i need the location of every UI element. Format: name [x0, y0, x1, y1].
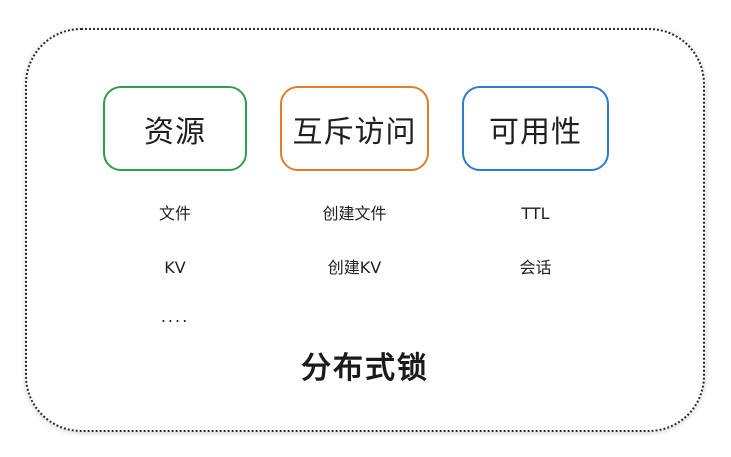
item-text: 创建KV — [327, 258, 382, 277]
outer-dotted-frame: 资源 文件 KV .... 互斥访问 创建文件 创建KV 可用性 TTL 会话 … — [25, 28, 705, 432]
diagram-title: 分布式锁 — [301, 351, 429, 386]
item-text: 会话 — [519, 258, 552, 277]
category-label-mutual-exclusion: 互斥访问 — [292, 114, 417, 150]
category-label-availability: 可用性 — [489, 114, 582, 150]
column-resource: 资源 文件 KV .... — [103, 30, 247, 430]
category-label-resource: 资源 — [144, 114, 206, 150]
column-mutual-exclusion: 互斥访问 创建文件 创建KV — [280, 30, 429, 430]
item-text: 文件 — [158, 204, 191, 223]
item-text: 创建文件 — [322, 204, 387, 223]
category-box-resource: 资源 — [103, 86, 247, 171]
item-text: KV — [164, 258, 186, 277]
item-text: .... — [160, 307, 190, 326]
item-text: TTL — [521, 204, 550, 223]
category-box-mutual-exclusion: 互斥访问 — [280, 86, 429, 171]
column-availability: 可用性 TTL 会话 — [462, 30, 609, 430]
category-box-availability: 可用性 — [462, 86, 609, 171]
